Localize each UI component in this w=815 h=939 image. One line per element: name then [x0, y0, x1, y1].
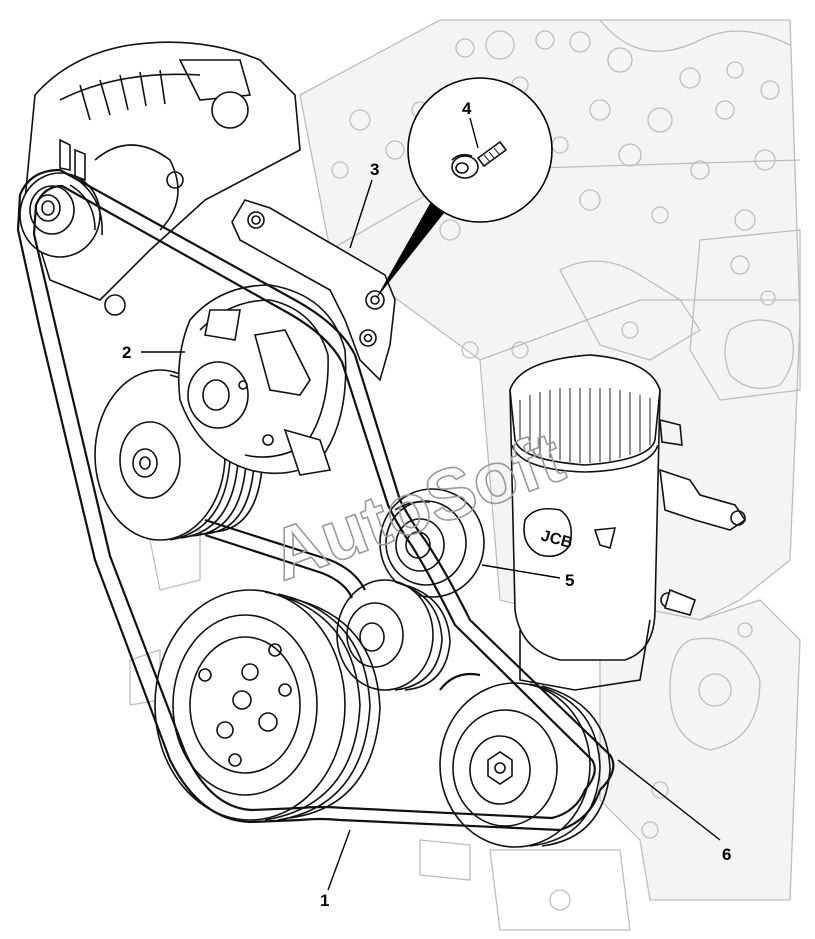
crankshaft-pulley	[154, 589, 381, 821]
leader-4	[469, 117, 479, 149]
lower-idler-pulley	[336, 579, 451, 691]
callout-5: 5	[565, 571, 574, 590]
callouts: 1 2 3 4 5 6	[122, 99, 731, 910]
oil-filter: JCB	[509, 354, 747, 691]
leader-3	[349, 179, 373, 249]
callout-3: 3	[370, 160, 379, 179]
callout-2: 2	[122, 343, 131, 362]
leader-6	[617, 759, 721, 841]
callout-4: 4	[462, 99, 472, 118]
bolt-icon	[451, 140, 508, 179]
leader-1	[327, 829, 351, 891]
inset-circle	[407, 77, 553, 223]
callout-1: 1	[320, 891, 329, 910]
leader-lines	[141, 117, 721, 891]
detail-inset	[375, 77, 553, 300]
drive-belt	[16, 168, 615, 832]
idler-pulley	[379, 488, 485, 598]
belt-tensioner	[177, 284, 347, 476]
belt-guard-bracket	[231, 199, 396, 382]
inset-pointer	[375, 200, 448, 300]
callout-6: 6	[722, 845, 731, 864]
leader-5	[481, 564, 561, 579]
auxiliary-pulley	[439, 682, 611, 848]
